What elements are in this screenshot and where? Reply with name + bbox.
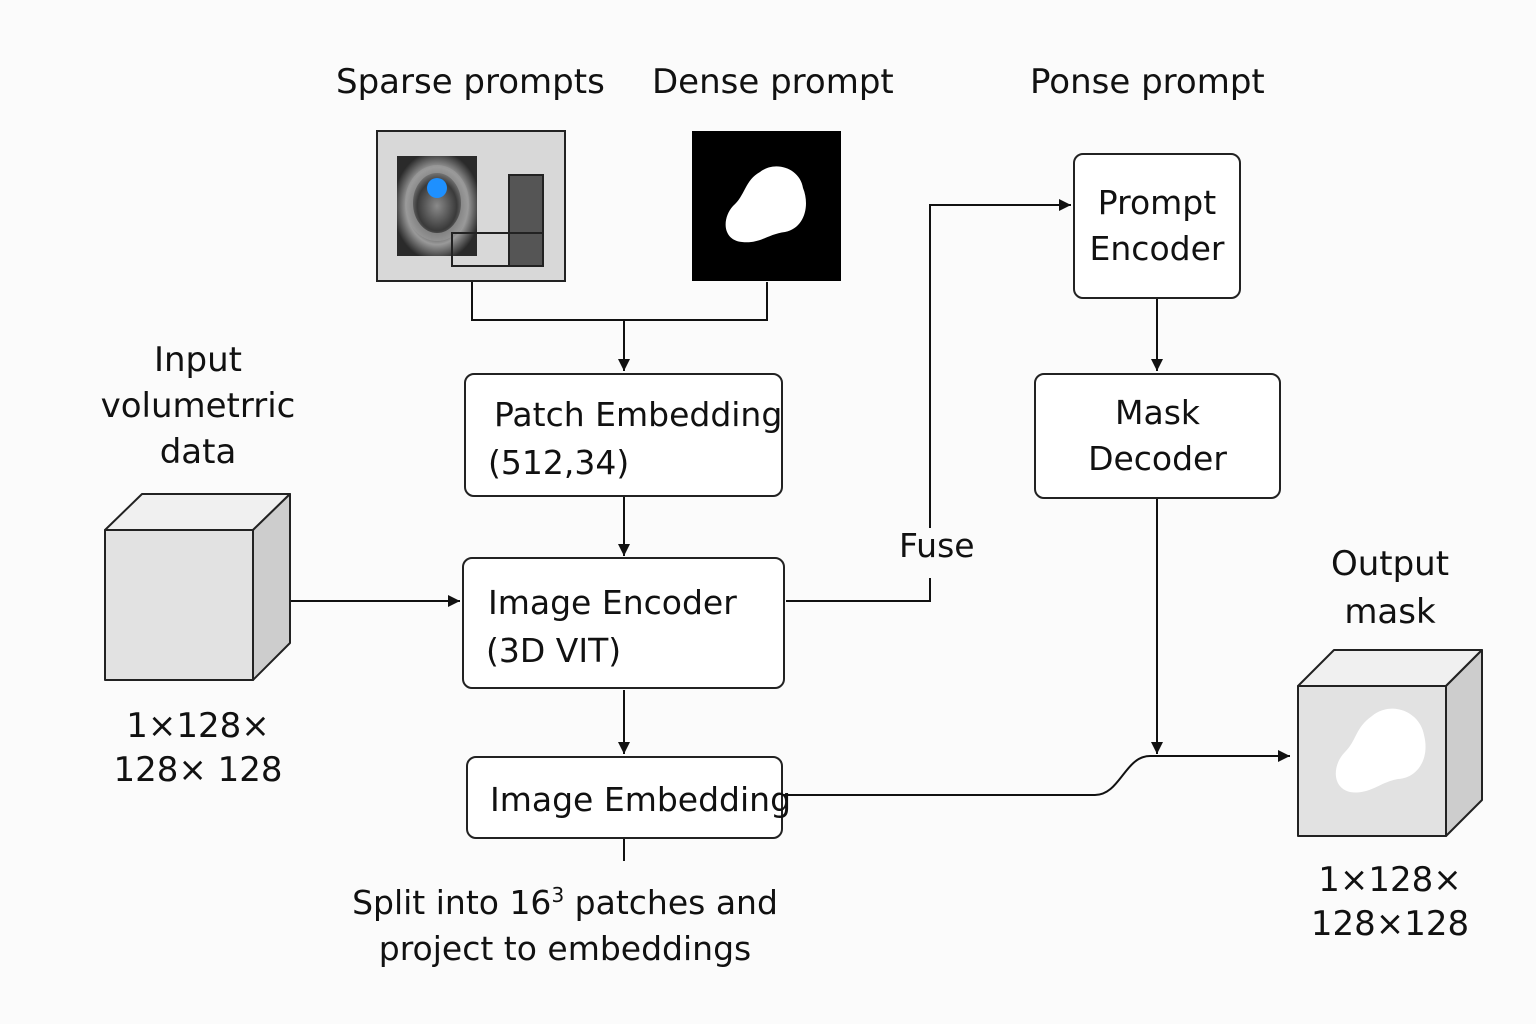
split-note-exponent: 3 <box>551 883 565 907</box>
input-dims-label: 1×128× 128× 128 <box>78 704 318 792</box>
connector-lines <box>290 199 1290 861</box>
image-encoder-title: Image Encoder <box>488 583 737 622</box>
fuse-label: Fuse <box>899 526 975 565</box>
input-volume-cube <box>104 493 291 681</box>
split-note-prefix: Split into 16 <box>352 883 552 922</box>
output-dims-line-2: 128×128 <box>1310 904 1470 944</box>
image-encoder-box: Image Encoder (3D VIT) <box>462 557 785 689</box>
output-mask-label: Output mask <box>1290 540 1490 636</box>
patch-embedding-title: Patch Embedding <box>494 395 783 434</box>
mask-decoder-line-2: Decoder <box>1088 439 1227 478</box>
prompt-encoder-line-2: Encoder <box>1089 229 1225 268</box>
output-mask-cube <box>1297 649 1483 837</box>
sparse-point-marker <box>427 178 447 198</box>
output-dims-line-1: 1×128× <box>1318 860 1462 900</box>
split-note-line-1: Split into 163 patches and <box>330 872 800 926</box>
output-label-line-2: mask <box>1344 592 1436 632</box>
input-data-label: Input volumetrric data <box>78 337 318 475</box>
input-dims-line-2: 128× 128 <box>113 750 283 790</box>
prompt-encoder-line-1: Prompt <box>1097 183 1217 222</box>
image-embedding-box: Image Embedding <box>466 756 791 839</box>
sparse-prompts-header: Sparse prompts <box>336 62 605 102</box>
image-encoder-subtitle: (3D VIT) <box>486 631 622 670</box>
prompt-encoder-box: Prompt Encoder <box>1073 153 1241 299</box>
sparse-prompt-image <box>376 130 566 282</box>
split-patches-note: Split into 163 patches and project to em… <box>330 872 800 972</box>
mask-decoder-box: Mask Decoder <box>1034 373 1281 499</box>
patch-embedding-box: Patch Embedding (512,34) <box>464 373 783 497</box>
mask-decoder-line-1: Mask <box>1115 393 1200 432</box>
input-label-line-2: volumetrric <box>100 386 296 426</box>
split-note-line-2: project to embeddings <box>378 929 752 968</box>
ponse-prompt-header: Ponse prompt <box>1030 62 1265 102</box>
input-label-line-3: data <box>159 432 237 472</box>
patch-embedding-size: (512,34) <box>488 443 630 482</box>
dense-prompt-header: Dense prompt <box>652 62 894 102</box>
output-dims-label: 1×128× 128×128 <box>1290 858 1490 946</box>
output-label-line-1: Output <box>1330 544 1450 584</box>
input-dims-line-1: 1×128× <box>126 706 270 746</box>
split-note-suffix: patches and <box>564 883 778 922</box>
image-embedding-title: Image Embedding <box>490 780 792 819</box>
input-label-line-1: Input <box>153 340 243 380</box>
dense-prompt-image <box>692 131 841 281</box>
